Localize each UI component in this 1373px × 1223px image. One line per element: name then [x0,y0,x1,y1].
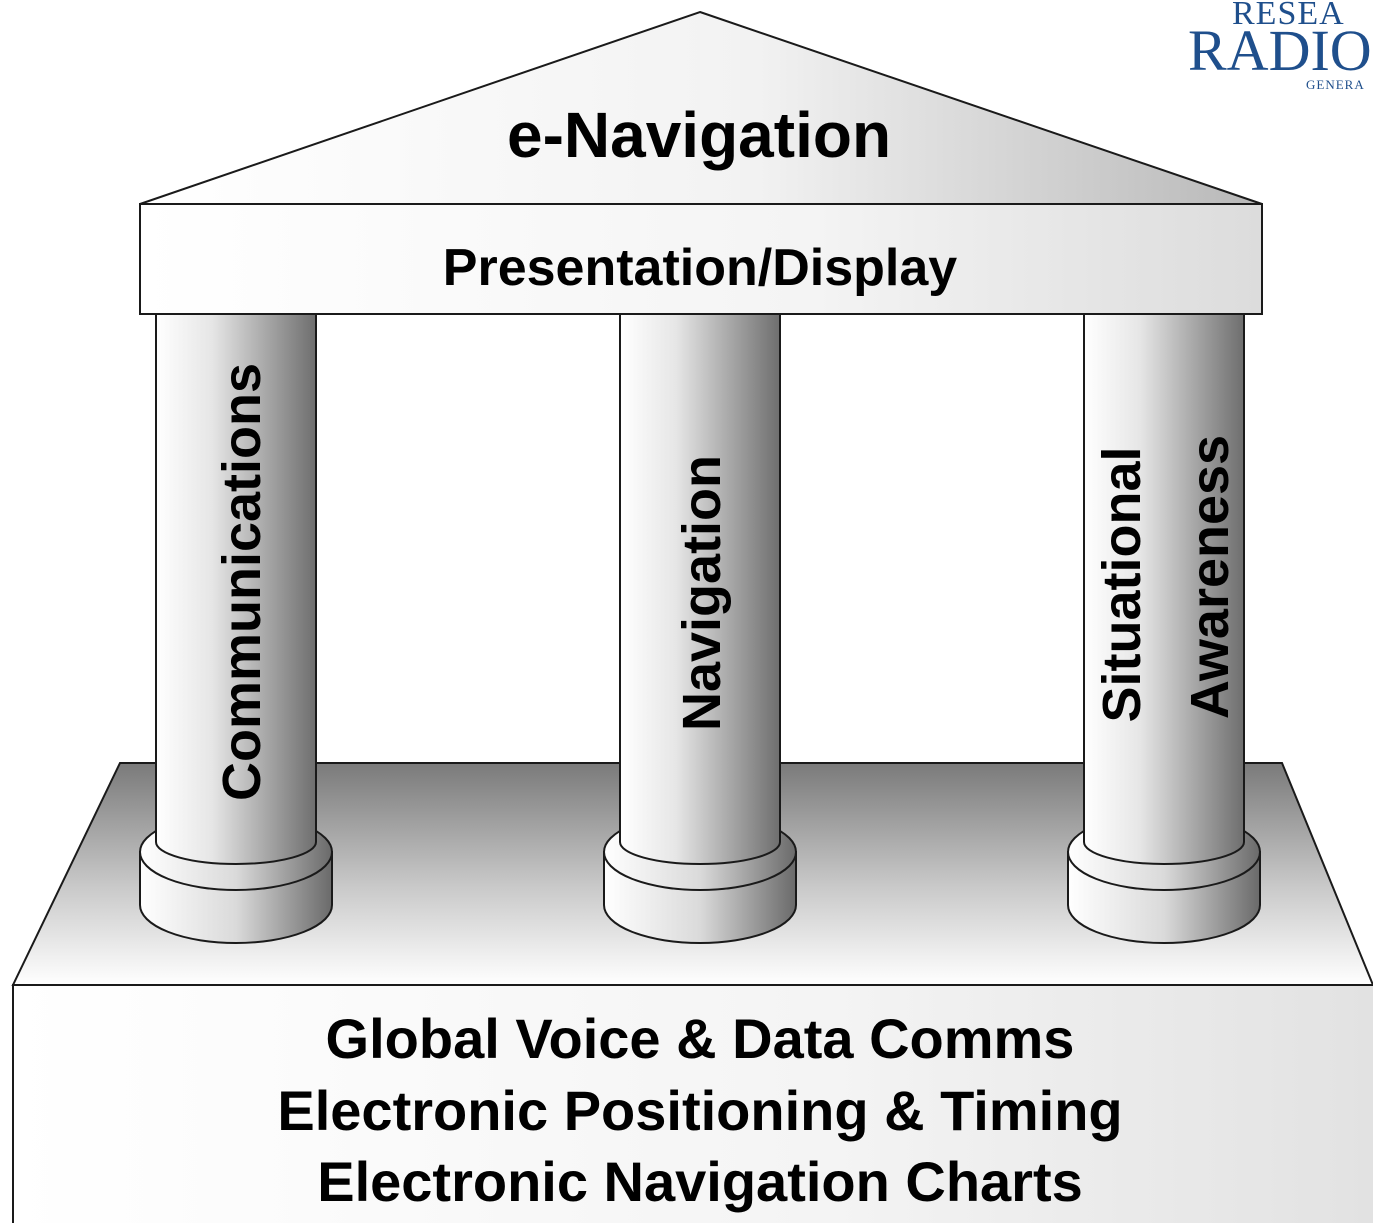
logo: RESEA RADIO GENERA [1188,0,1372,92]
entablature-label: Presentation/Display [443,239,957,297]
foundation-front-face [12,984,1373,1223]
pillar-label: Situational Awareness [1092,431,1240,722]
pillar-communications: Communications [139,313,333,944]
pillar-label: Navigation [672,455,732,731]
foundation-line-2: Electronic Positioning & Timing [277,1079,1122,1142]
pillar-shaft [155,313,317,865]
pillar-navigation: Navigation [603,313,797,944]
entablature-beam [139,203,1263,315]
logo-line-3: GENERA [1306,77,1365,92]
logo-line-2: RADIO [1188,18,1372,83]
foundation-line-3: Electronic Navigation Charts [317,1150,1083,1213]
pillar-situational-awareness: Situational Awareness [1067,313,1261,944]
roof-title: e-Navigation [507,99,891,171]
logo-line-1: RESEA [1232,0,1345,32]
pillar-shaft [1083,313,1245,865]
pillar-shaft [619,313,781,865]
pillar-label: Communications [212,363,272,801]
foundation-line-1: Global Voice & Data Comms [326,1007,1075,1070]
